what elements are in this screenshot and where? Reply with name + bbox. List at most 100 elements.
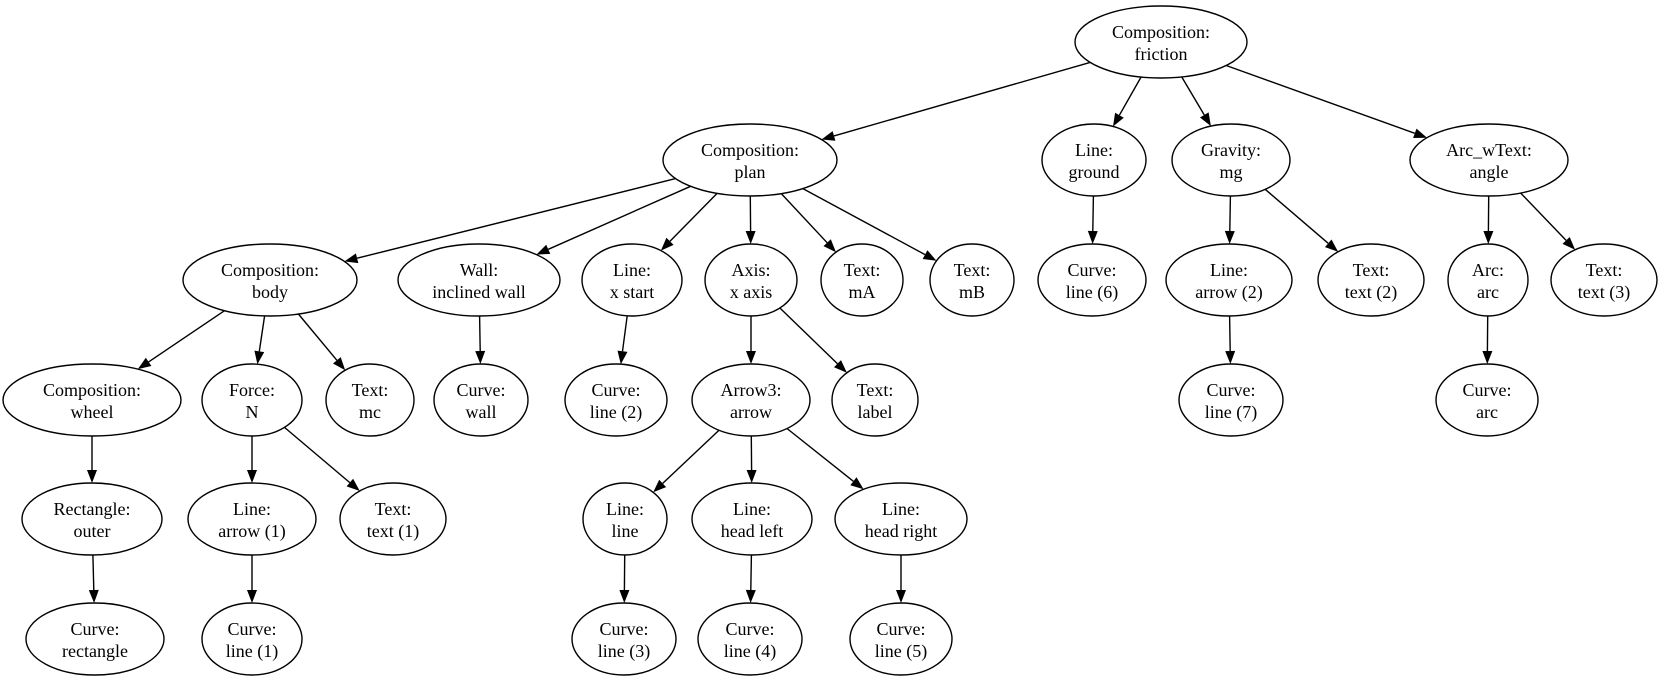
edge-x_axis-label [779,307,847,373]
edge-outer-rectangle [88,554,99,603]
node-mc-type-text: Text: [352,380,389,400]
node-friction-type-text: Composition: [1112,22,1210,42]
node-head_left-ellipse [691,482,813,556]
node-head_left-label: Line:head left [721,499,783,541]
node-line4-name-text: line (4) [724,641,776,662]
edge-line [780,193,828,244]
arrowhead-icon [823,239,836,253]
arrowhead-icon [745,231,756,244]
node-wall-type-text: Curve: [457,380,506,400]
node-wheel-name-text: wheel [71,402,114,422]
node-angle-type-text: Arc_wText: [1446,140,1532,160]
node-arrow3-ellipse [691,363,811,437]
node-line7-ellipse [1178,363,1284,437]
node-text1-type-text: Text: [375,499,412,519]
node-angle-label: Arc_wText:angle [1446,140,1532,182]
node-mB: Text:mB [929,243,1015,317]
node-plan-name-text: plan [735,162,766,182]
edge-x_start-line2 [617,315,628,365]
node-body-ellipse [182,243,358,317]
edge-x_axis-arrow3 [746,316,756,364]
node-head_right-ellipse [834,482,968,556]
node-body: Composition:body [182,243,358,317]
node-head_left: Line:head left [691,482,813,556]
node-label-type-text: Text: [857,380,894,400]
edge-line [1228,315,1231,352]
arrowhead-icon [333,357,346,371]
node-x_start-name-text: x start [610,282,655,302]
node-x_axis-label: Axis:x axis [730,260,773,302]
node-line7: Curve:line (7) [1178,363,1284,437]
node-wall-ellipse [433,363,529,437]
node-arrow1-type-text: Line: [233,499,271,519]
edge-plan-x_axis [745,195,756,244]
edge-arrow3-head_left [746,435,757,483]
node-rectangle-type-text: Curve: [71,619,120,639]
node-outer-label: Rectangle:outer [54,499,131,541]
node-line6: Curve:line (6) [1037,243,1147,317]
node-text2-ellipse [1317,243,1425,317]
edge-arrow3-line [653,429,720,493]
node-outer: Rectangle:outer [21,482,163,556]
edge-arrow1-line1 [247,555,257,603]
node-ground: Line:ground [1041,123,1147,197]
edge-line [621,315,628,352]
edge-angle-text3 [1520,192,1576,250]
node-x_start-type-text: Line: [613,260,651,280]
edge-plan-inclined_wall [536,185,691,255]
node-line2-ellipse [564,363,668,437]
node-angle-ellipse [1409,123,1569,197]
node-mB-label: Text:mB [954,260,991,302]
node-wheel: Composition:wheel [2,363,182,437]
node-plan-type-text: Composition: [701,140,799,160]
arrowhead-icon [346,478,360,491]
node-ground-name-text: ground [1069,162,1120,182]
node-rectangle-label: Curve:rectangle [62,619,128,661]
node-mA-type-text: Text: [844,260,881,280]
node-outer-ellipse [21,482,163,556]
arrowhead-icon [1483,231,1494,244]
edge-inclined_wall-wall [475,315,486,364]
node-friction-ellipse [1074,5,1248,79]
node-mg-type-text: Gravity: [1201,140,1261,160]
node-mB-type-text: Text: [954,260,991,280]
node-line4: Curve:line (4) [697,602,803,676]
node-force_n-label: Force:N [229,380,275,422]
node-text3-type-text: Text: [1586,260,1623,280]
node-outer-type-text: Rectangle: [54,499,131,519]
edge-force_n-text1 [284,426,360,491]
edge-line [1229,195,1232,232]
arrowhead-icon [896,590,906,603]
node-line-label: Line:line [606,499,644,541]
edge-line [1225,64,1416,134]
edge-line [1092,195,1095,232]
node-curve_arc-name-text: arc [1476,402,1498,422]
node-mg-ellipse [1171,123,1291,197]
edge-line [356,177,676,259]
edge-line [833,61,1091,137]
node-line-ellipse [582,482,668,556]
edge-line [478,315,481,352]
node-head_right: Line:head right [834,482,968,556]
node-arrow2-type-text: Line: [1210,260,1248,280]
node-x_start: Line:x start [581,243,683,317]
node-x_start-ellipse [581,243,683,317]
node-x_axis-ellipse [704,243,798,317]
node-body-label: Composition:body [221,260,319,302]
node-text2-name-text: text (2) [1345,282,1397,303]
edge-angle-arc [1483,195,1494,244]
node-arrow3: Arrow3:arrow [691,363,811,437]
node-wheel-type-text: Composition: [43,380,141,400]
node-line3-name-text: line (3) [598,641,650,662]
edge-line [92,554,95,591]
node-text1-label: Text:text (1) [367,499,419,542]
node-text3-label: Text:text (3) [1578,260,1630,303]
node-curve_arc-ellipse [1435,363,1539,437]
node-inclined_wall-type-text: Wall: [460,260,499,280]
node-inclined_wall-ellipse [397,243,561,317]
edge-plan-x_start [660,192,718,251]
edge-head_right-line5 [896,555,906,603]
edge-mg-arrow2 [1224,195,1235,244]
edge-plan-mA [780,193,836,253]
